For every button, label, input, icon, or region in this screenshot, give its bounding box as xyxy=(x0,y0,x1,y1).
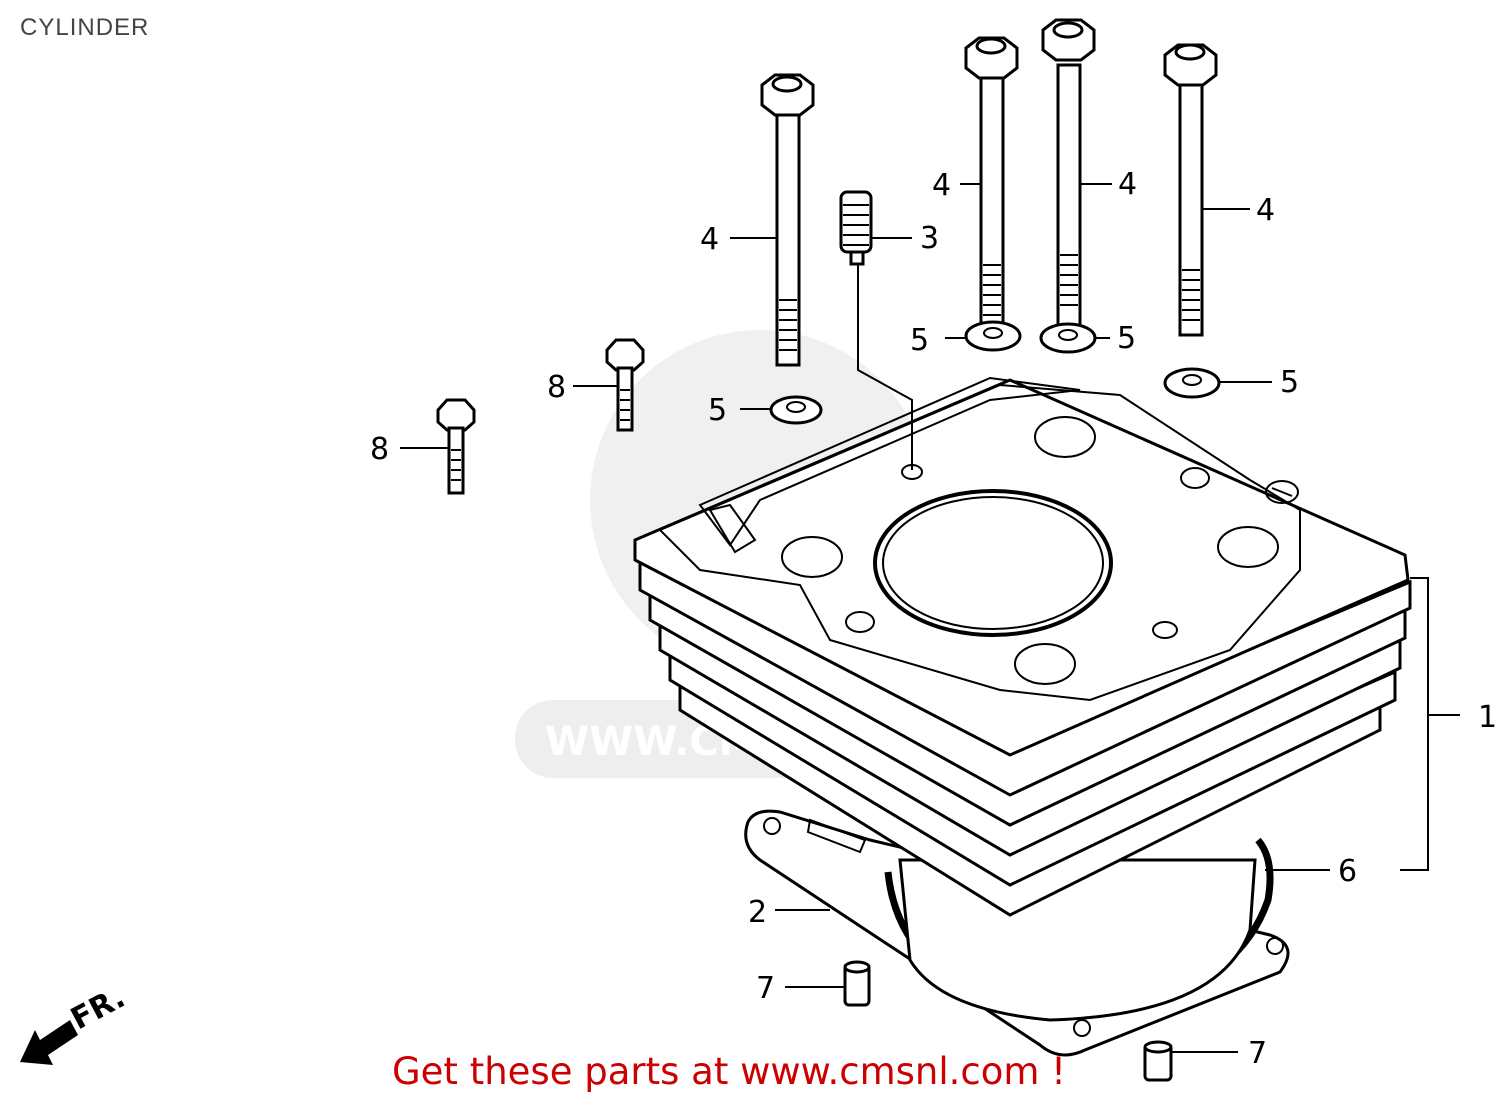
callout-4: 4 xyxy=(932,168,951,203)
callout-7: 7 xyxy=(1248,1036,1267,1071)
leader-lines xyxy=(400,183,1460,1053)
cylinder-stud-bolt xyxy=(1041,18,1096,337)
callout-5: 5 xyxy=(708,393,727,428)
page-title: CYLINDER xyxy=(20,14,150,41)
callout-7: 7 xyxy=(756,971,775,1006)
front-direction-arrow-icon: FR. xyxy=(20,980,131,1065)
callout-1: 1 xyxy=(1478,700,1497,735)
callout-2: 2 xyxy=(748,895,767,930)
callout-5: 5 xyxy=(1280,365,1299,400)
cylinder-stud-bolt xyxy=(1163,43,1218,337)
washer xyxy=(1163,367,1221,399)
flange-bolt xyxy=(436,398,476,495)
washer xyxy=(769,395,823,425)
flange-bolt xyxy=(605,338,645,432)
cylinder-stud-bolt xyxy=(964,36,1019,347)
oil-orifice-plug xyxy=(839,190,873,266)
callout-5: 5 xyxy=(910,323,929,358)
callout-8: 8 xyxy=(547,370,566,405)
callout-5: 5 xyxy=(1117,321,1136,356)
callout-4: 4 xyxy=(700,222,719,257)
callout-8: 8 xyxy=(370,432,389,467)
callout-6: 6 xyxy=(1338,854,1357,889)
callout-4: 4 xyxy=(1256,193,1275,228)
washer xyxy=(1039,322,1097,354)
callout-3: 3 xyxy=(920,221,939,256)
cylinder-fins xyxy=(638,557,1412,917)
cylinder-head-deck xyxy=(633,376,1410,757)
dowel-pin xyxy=(843,960,871,1007)
washer xyxy=(964,320,1022,352)
dowel-pin xyxy=(1143,1040,1173,1082)
front-direction-label: FR. xyxy=(65,980,130,1037)
cylinder-stud-bolt xyxy=(760,73,815,367)
footer-promo-text: Get these parts at www.cmsnl.com ! xyxy=(392,1050,1067,1093)
callout-4: 4 xyxy=(1118,167,1137,202)
callout-labels: 1 2 3 4 4 4 4 5 5 5 5 6 7 7 8 8 xyxy=(370,167,1497,1071)
